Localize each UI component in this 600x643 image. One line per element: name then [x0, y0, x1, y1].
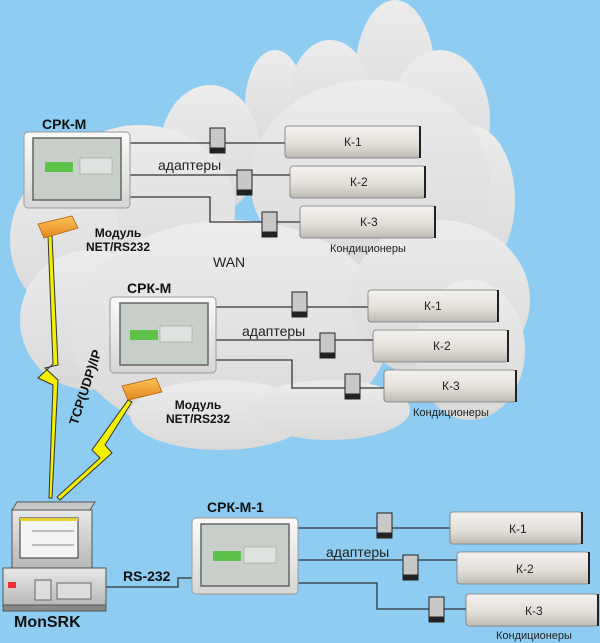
ac-label: К-3	[525, 604, 543, 618]
ac-label: К-2	[516, 562, 534, 576]
adapters-label-1: адаптеры	[158, 157, 222, 173]
controller-box-1	[23, 131, 131, 209]
ac-label: К-1	[424, 299, 442, 313]
adapter	[261, 211, 278, 238]
adapter	[236, 169, 253, 196]
module-label-line1: Модуль	[174, 398, 222, 412]
controller-box-2	[109, 296, 217, 374]
controller-label-3: СРК-М-1	[207, 499, 264, 515]
adapter	[376, 512, 393, 539]
ac-label: К-3	[442, 379, 460, 393]
module-label-2: Модуль NET/RS232	[166, 398, 230, 426]
rs232-label: RS-232	[123, 568, 171, 584]
adapter	[209, 127, 226, 154]
pc-label: MonSRK	[14, 614, 81, 631]
net-module-1	[37, 215, 79, 239]
adapters-label-3: адаптеры	[326, 544, 390, 560]
units-label-2: Кондиционеры	[413, 407, 489, 419]
module-label-line1: Модуль	[94, 226, 142, 240]
wireless-link-2	[56, 399, 133, 501]
adapters	[209, 127, 445, 623]
ac-label: К-1	[344, 135, 362, 149]
controller-label-1: СРК-М	[42, 116, 87, 132]
adapter	[428, 596, 445, 623]
wireless-link-1	[37, 235, 59, 499]
units-label-1: Кондиционеры	[330, 243, 406, 255]
ac-units	[284, 125, 599, 627]
ac-label: К-1	[509, 522, 527, 536]
controller-label-2: СРК-М	[127, 280, 172, 296]
adapter	[402, 554, 419, 581]
ac-unit-edges	[419, 126, 599, 626]
units-label-3: Кондиционеры	[496, 630, 572, 642]
ac-label: К-3	[360, 215, 378, 229]
wan-label: WAN	[213, 254, 246, 270]
controller-box-3	[191, 517, 299, 595]
ac-label: К-2	[350, 175, 368, 189]
connections	[98, 142, 466, 610]
adapters-label-2: адаптеры	[242, 323, 306, 339]
module-label-1: Модуль NET/RS232	[86, 226, 150, 254]
module-label-line2: NET/RS232	[166, 412, 231, 426]
adapter	[319, 332, 336, 359]
adapter	[344, 373, 361, 400]
adapter	[291, 291, 308, 318]
ac-label: К-2	[433, 339, 451, 353]
module-label-line2: NET/RS232	[86, 240, 151, 254]
net-module-2	[121, 377, 163, 401]
pc-workstation	[2, 501, 107, 612]
